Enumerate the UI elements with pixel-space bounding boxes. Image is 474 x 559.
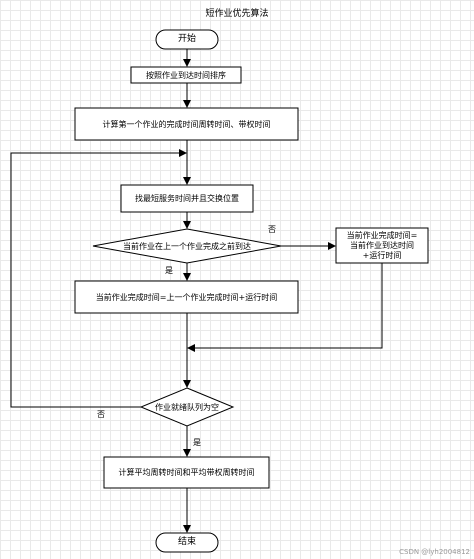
edge-label-no-left: 否 [97,410,105,419]
find-shortest-node-shape [120,184,254,213]
edge-loop-back [10,149,187,408]
watermark: CSDN @lyh2004812 [399,548,470,556]
average-node: 计算平均周转时间和平均带权周转时间 [118,468,255,477]
else-node-line-1: 当前作业完成时间= [346,230,418,240]
edge-label-no-right: 否 [268,225,276,234]
average-node-shape [103,456,270,489]
end-node-shape [155,532,219,553]
yes-node: 当前作业完成时间=上一个作业完成时间+运行时间 [95,292,278,302]
else-node: 当前作业完成时间= 当前作业到达时间 +运行时间 [336,228,428,263]
edge-else-merge-back [187,263,383,352]
edge-label-yes-down: 是 [165,266,173,275]
sort-node-shape [130,66,242,84]
start-node: 开始 [177,34,196,44]
decision-empty-node: 作业就绪队列为空 [155,402,219,412]
else-node-line-2: 当前作业到达时间 [350,240,414,250]
sort-node: 按照作业到达时间排序 [146,70,226,80]
yes-node-shape [74,280,299,314]
find-shortest-node: 找最短服务时间并且交换位置 [135,194,239,203]
edge-label-yes-bottom: 是 [193,438,201,447]
diagram-title: 短作业优先算法 [205,9,269,19]
else-node-line-3: +运行时间 [362,250,402,260]
end-node: 结束 [177,537,196,547]
compute-first-node: 计算第一个作业的完成时间周转时间、带权时间 [102,119,271,129]
decision-arrival-node: 当前作业在上一个作业完成之前到达 [123,241,251,251]
